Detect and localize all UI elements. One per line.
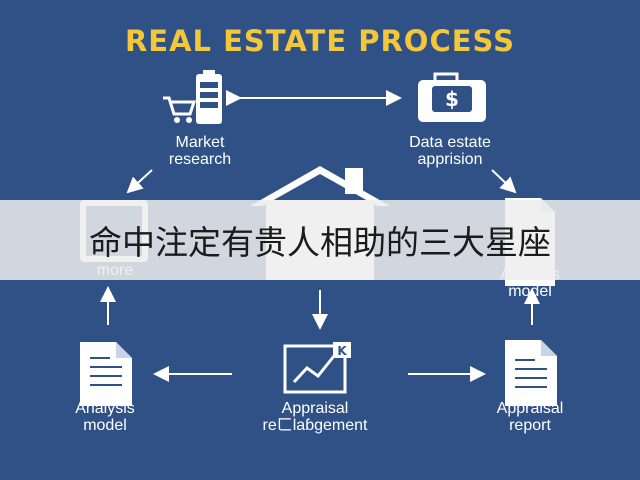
- label-market-research: Market research: [140, 134, 260, 168]
- label-market-research-line2: research: [168, 151, 232, 168]
- label-analysis-model: Analysis model: [50, 400, 160, 434]
- overlay-banner: 命中注定有贵人相助的三大星座: [0, 200, 640, 280]
- label-right-mid-line2: model: [508, 283, 552, 300]
- svg-text:K: K: [337, 344, 347, 358]
- label-appraisal-management: Appraisal reㄈlaɓgement: [235, 400, 395, 434]
- label-appraisal-report: Appraisal report: [475, 400, 585, 434]
- label-analysis-model-line2: model: [83, 417, 127, 434]
- overlay-banner-text: 命中注定有贵人相助的三大星座: [89, 223, 551, 262]
- arrow-market-down: [126, 169, 153, 194]
- label-data-estate-line1: Data estate: [409, 134, 491, 151]
- label-appraisal-report-line2: report: [509, 417, 551, 434]
- cart-and-battery-icon: [163, 70, 222, 124]
- arrow-data-down: [491, 169, 517, 194]
- label-analysis-model-line1: Analysis: [75, 400, 135, 417]
- svg-text:$: $: [445, 87, 459, 111]
- label-appraisal-management-line1: Appraisal: [281, 400, 349, 417]
- dollar-case-icon: $: [418, 72, 486, 122]
- document-icon-analysis: [80, 342, 132, 406]
- label-market-research-line1: Market: [175, 134, 225, 151]
- label-data-estate: Data estate apprision: [385, 134, 515, 168]
- label-appraisal-report-line1: Appraisal: [496, 400, 564, 417]
- chart-icon: K: [283, 342, 351, 394]
- label-appraisal-management-line2: reㄈlaɓgement: [262, 417, 368, 434]
- label-data-estate-line2: apprision: [417, 151, 483, 168]
- document-icon-report: [505, 340, 557, 406]
- diagram-title: REAL ESTATE PROCESS: [124, 24, 516, 58]
